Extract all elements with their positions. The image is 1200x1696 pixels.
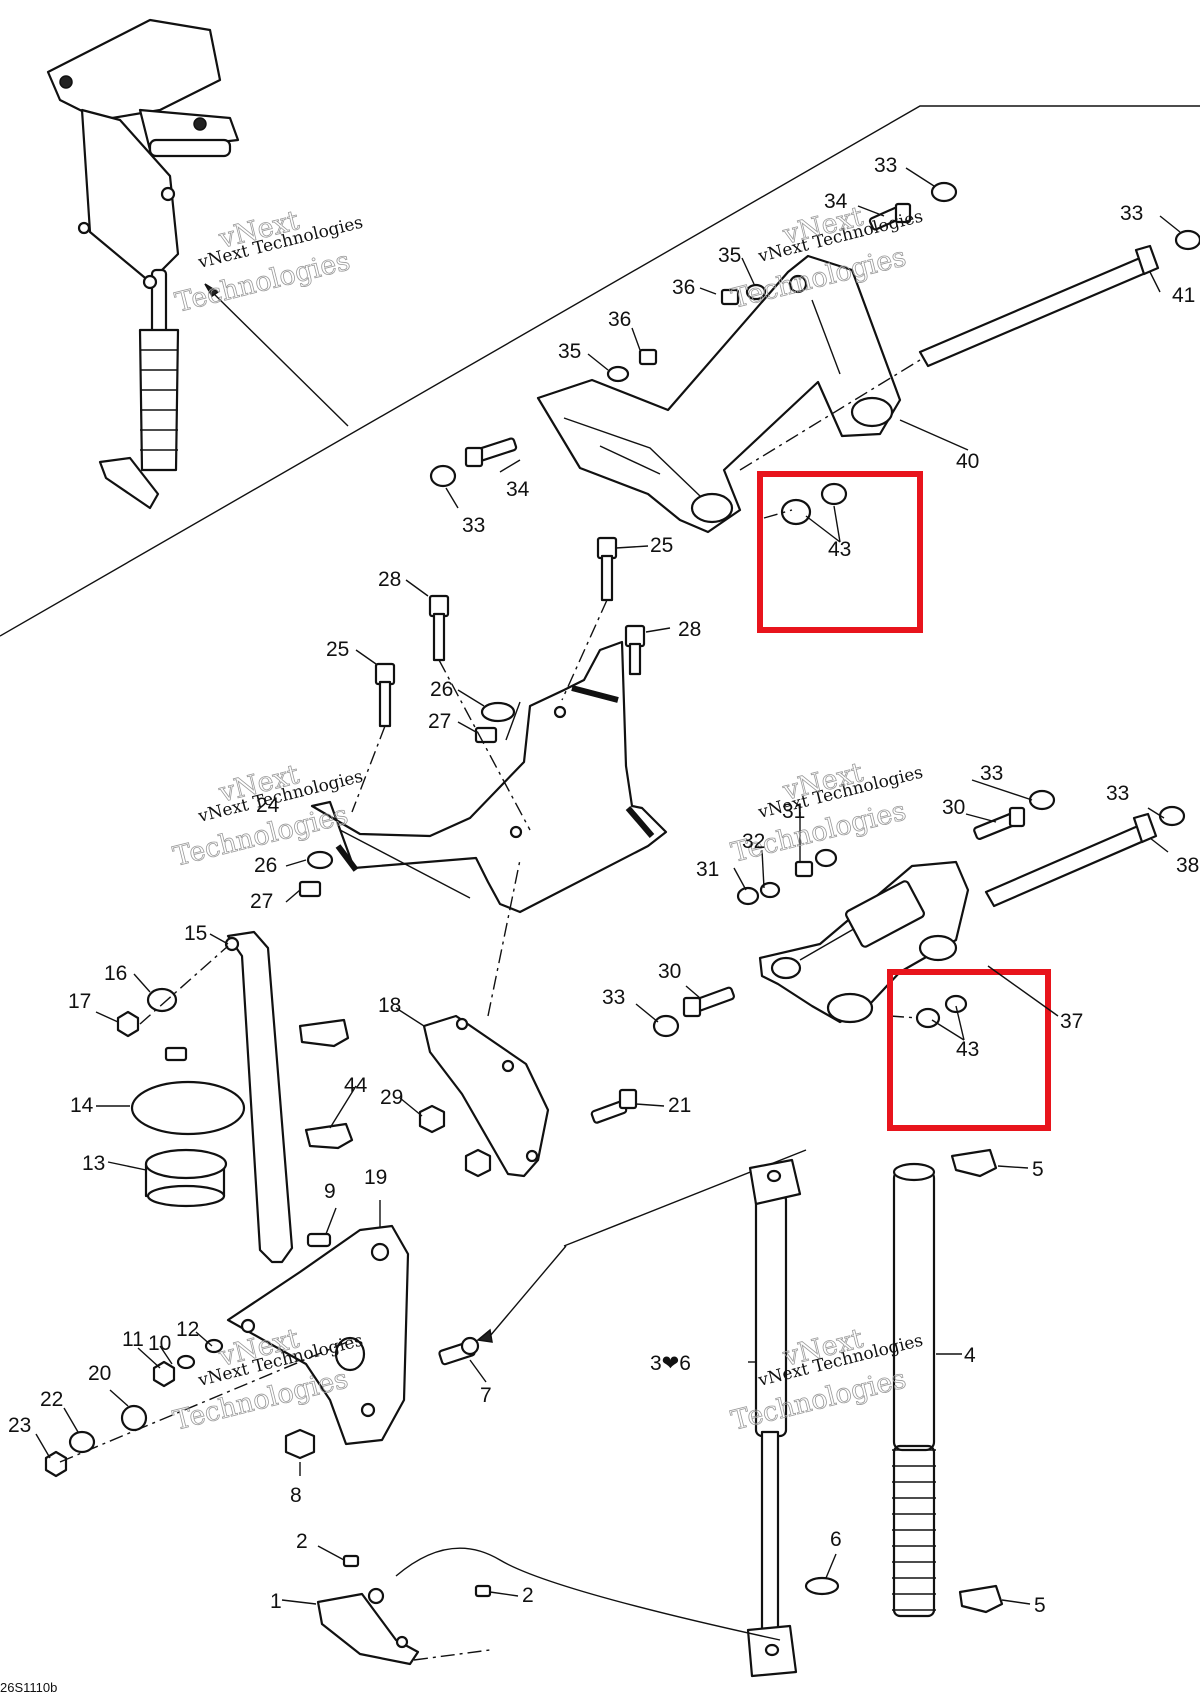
callout-35: 35 bbox=[558, 340, 581, 363]
callout-35: 35 bbox=[718, 244, 741, 267]
upper-arm-part-40 bbox=[536, 254, 902, 534]
callout-32: 32 bbox=[742, 830, 765, 853]
callout-33: 33 bbox=[602, 986, 625, 1009]
upper-arm-hardware bbox=[429, 181, 1200, 526]
callout-12: 12 bbox=[176, 1318, 199, 1341]
callout-27: 27 bbox=[250, 890, 273, 913]
rod-part-15 bbox=[116, 930, 294, 1264]
highlight-box-43-lower bbox=[887, 969, 1051, 1131]
callout-27: 27 bbox=[428, 710, 451, 733]
callout-28: 28 bbox=[678, 618, 701, 641]
callout-34: 34 bbox=[506, 478, 530, 501]
callout-43: 43 bbox=[828, 538, 851, 561]
callout-37: 37 bbox=[1060, 1010, 1083, 1033]
callout-28: 28 bbox=[378, 568, 401, 591]
callout-43: 43 bbox=[956, 1038, 979, 1061]
gas-strut-part-3 bbox=[746, 1158, 802, 1678]
lever-part-19 bbox=[44, 1149, 807, 1478]
callout-15: 15 bbox=[184, 922, 207, 945]
callout-30: 30 bbox=[942, 796, 965, 819]
inset-separator bbox=[0, 105, 1200, 637]
bracket-plate-part-24 bbox=[310, 640, 668, 914]
callout-2: 2 bbox=[522, 1584, 534, 1607]
callout-23: 23 bbox=[8, 1414, 31, 1437]
figure-code: 26S1110b bbox=[0, 1680, 57, 1695]
lower-arm-part-37 bbox=[758, 860, 970, 1024]
overview-assembly bbox=[46, 18, 240, 510]
callout-labels: 33 33 34 41 35 36 36 35 40 34 33 43 25 2… bbox=[8, 154, 1199, 1617]
callout-5: 5 bbox=[1032, 1158, 1044, 1181]
callout-33: 33 bbox=[1106, 782, 1129, 805]
shock-part-4 bbox=[892, 1162, 936, 1618]
callout-40: 40 bbox=[956, 450, 979, 473]
long-bolt-part-38 bbox=[984, 812, 1158, 908]
mount-part-1 bbox=[316, 1547, 840, 1666]
callout-31: 31 bbox=[782, 800, 805, 823]
callout-38: 38 bbox=[1176, 854, 1199, 877]
callout-21: 21 bbox=[668, 1094, 691, 1117]
callout-3-to-6: 3❤6 bbox=[650, 1352, 691, 1375]
callout-20: 20 bbox=[88, 1362, 111, 1385]
callout-7: 7 bbox=[480, 1384, 492, 1407]
callout-22: 22 bbox=[40, 1388, 63, 1411]
callout-10: 10 bbox=[148, 1332, 171, 1355]
callout-9: 9 bbox=[324, 1180, 336, 1203]
callout-1: 1 bbox=[270, 1590, 282, 1613]
callout-26: 26 bbox=[254, 854, 277, 877]
callout-16: 16 bbox=[104, 962, 127, 985]
callout-29: 29 bbox=[380, 1086, 403, 1109]
callout-33: 33 bbox=[980, 762, 1003, 785]
callout-33: 33 bbox=[874, 154, 897, 177]
callout-31: 31 bbox=[696, 858, 719, 881]
callout-leaders bbox=[35, 167, 1181, 1605]
callout-8: 8 bbox=[290, 1484, 302, 1507]
callout-14: 14 bbox=[70, 1094, 94, 1117]
bracket-part-18 bbox=[418, 859, 638, 1178]
callout-33: 33 bbox=[462, 514, 485, 537]
long-bolt-part-41 bbox=[918, 244, 1160, 368]
callout-34: 34 bbox=[824, 190, 848, 213]
callout-17: 17 bbox=[68, 990, 91, 1013]
callout-13: 13 bbox=[82, 1152, 105, 1175]
callout-25: 25 bbox=[326, 638, 349, 661]
callout-30: 30 bbox=[658, 960, 681, 983]
highlight-box-43-upper bbox=[757, 471, 923, 633]
callout-11: 11 bbox=[122, 1328, 144, 1351]
callout-25: 25 bbox=[650, 534, 673, 557]
bracket-hardware bbox=[298, 536, 646, 898]
callout-44: 44 bbox=[344, 1074, 368, 1097]
callout-36: 36 bbox=[608, 308, 631, 331]
callout-26: 26 bbox=[430, 678, 453, 701]
callout-6: 6 bbox=[830, 1528, 842, 1551]
callout-18: 18 bbox=[378, 994, 401, 1017]
callout-36: 36 bbox=[672, 276, 695, 299]
callout-2: 2 bbox=[296, 1530, 308, 1553]
callout-33: 33 bbox=[1120, 202, 1143, 225]
callout-19: 19 bbox=[364, 1166, 387, 1189]
callout-4: 4 bbox=[964, 1344, 976, 1367]
callout-24: 24 bbox=[256, 794, 280, 817]
callout-5: 5 bbox=[1034, 1594, 1046, 1617]
clamps-and-boot bbox=[130, 1018, 1004, 1614]
lower-arm-hardware bbox=[652, 789, 1186, 1038]
callout-41: 41 bbox=[1172, 284, 1195, 307]
